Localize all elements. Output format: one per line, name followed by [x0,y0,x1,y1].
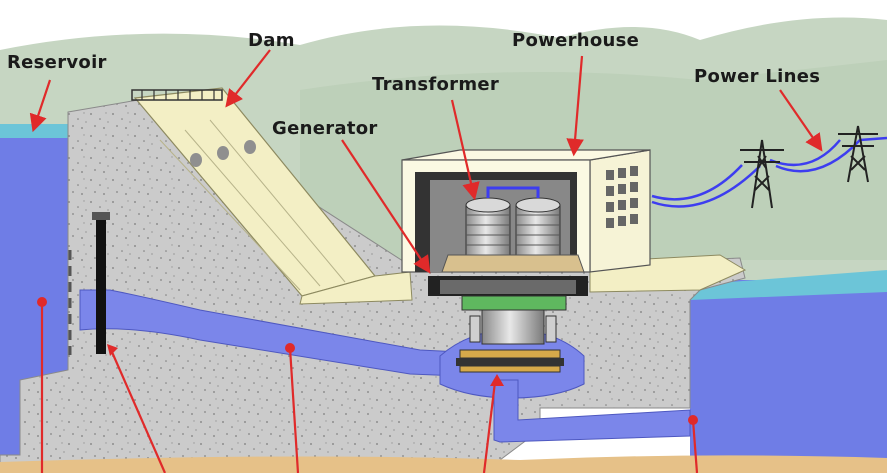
dam-vent [244,140,256,154]
label-power-lines: Power Lines [694,66,820,87]
dam-vent [217,146,229,160]
label-transformer: Transformer [372,74,499,95]
label-reservoir: Reservoir [7,52,107,73]
transformer-base [442,255,584,272]
tailrace-water [690,280,887,473]
dam-vent [190,153,202,167]
intake-gate-track [92,212,110,220]
label-generator: Generator [272,118,378,139]
label-dam: Dam [248,30,295,51]
label-powerhouse: Powerhouse [512,30,639,51]
intake-gate [96,212,106,354]
